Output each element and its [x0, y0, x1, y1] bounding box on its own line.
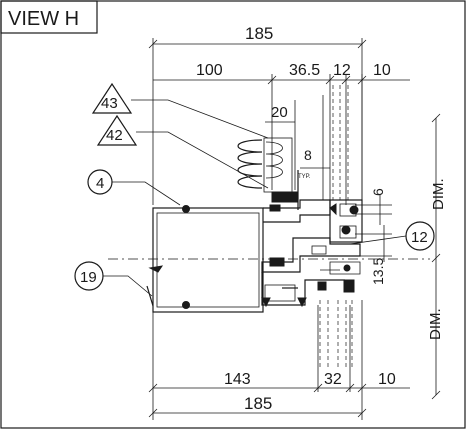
compressible-seal: [237, 139, 263, 189]
dim-100: 100: [196, 62, 223, 79]
anchor-left: [148, 265, 164, 273]
dim-12: 12: [333, 62, 351, 79]
sash-profile: [329, 199, 363, 243]
frame-profile-outer: [152, 207, 264, 313]
frame-profile-inner: [156, 212, 260, 308]
callout-12-label: 12: [411, 229, 428, 246]
callout-42-label: 42: [106, 127, 123, 144]
dim-right-top: DIM.: [430, 178, 447, 210]
dim-8: 8: [304, 147, 312, 163]
dim-143: 143: [224, 371, 251, 388]
dim-36-5: 36.5: [289, 62, 320, 79]
callout-43-triangle: [91, 82, 133, 114]
dim-10-bottom: 10: [378, 371, 396, 388]
dim-6: 6: [370, 188, 386, 196]
callout-4-label: 4: [96, 175, 104, 192]
dim-32: 32: [324, 371, 342, 388]
dim-185-top: 185: [245, 24, 273, 43]
small-note: TYP.: [298, 174, 311, 180]
callout-42-triangle: [96, 114, 138, 146]
view-title: VIEW H: [8, 8, 79, 30]
screw-top: [182, 205, 190, 213]
dim-10-top: 10: [373, 62, 391, 79]
dim-right-bottom: DIM.: [427, 308, 444, 340]
callout-19-label: 19: [80, 269, 97, 286]
callout-43-label: 43: [101, 95, 118, 112]
seal-block-top: [271, 191, 298, 203]
lower-sash: [261, 272, 345, 306]
dim-13-5: 13.5: [370, 258, 386, 285]
screw-bottom: [182, 301, 190, 309]
dim-185-bottom: 185: [244, 394, 272, 413]
dim-20: 20: [271, 104, 288, 121]
title-box: [0, 0, 98, 34]
